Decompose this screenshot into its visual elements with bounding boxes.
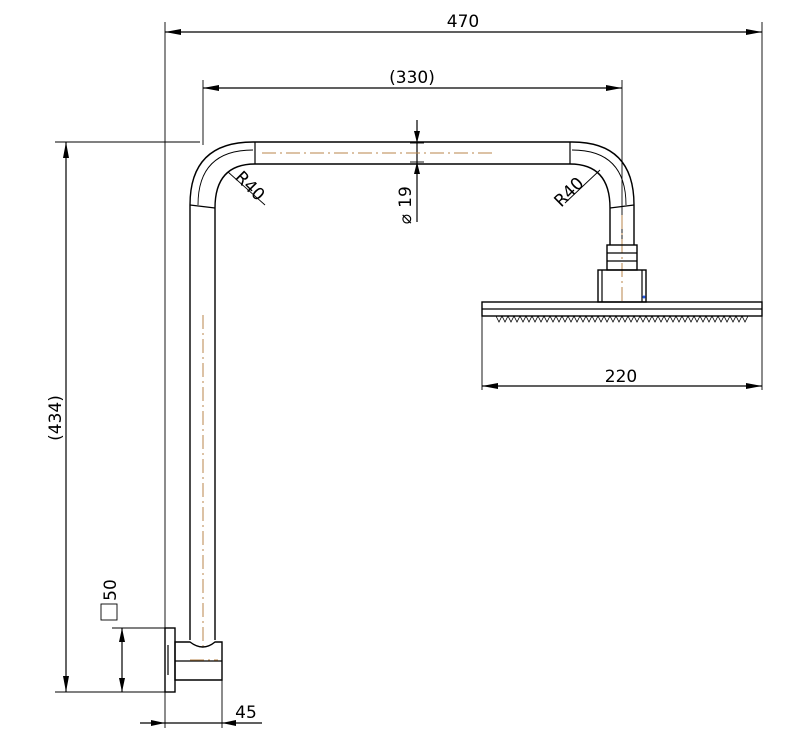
extension-lines [55, 22, 763, 728]
wall-flange [164, 627, 223, 693]
overall-width-label: 470 [447, 12, 479, 32]
diameter-symbol-icon: ⌀ [396, 214, 416, 224]
dimension-wall-offset: 45 [140, 703, 262, 726]
shower-head-nozzles [495, 315, 749, 323]
nozzle-row [495, 315, 749, 323]
arm-span-label: (330) [389, 68, 435, 88]
bend-radius-right-label: R40 [551, 174, 589, 212]
dimension-overall-height: (434) [46, 142, 69, 692]
wall-flange-label: 50 [101, 579, 121, 601]
dimension-head-diameter: 220 [482, 367, 762, 389]
dimension-pipe-diameter: ⌀ 19 [396, 120, 424, 224]
overall-height-label: (434) [46, 395, 66, 441]
dimension-wall-flange: 50 [100, 579, 125, 692]
head-diameter-label: 220 [605, 367, 637, 387]
wall-offset-label: 45 [235, 703, 257, 723]
shower-arm-pipe [189, 141, 635, 650]
square-symbol-icon [100, 603, 118, 621]
shower-head [481, 301, 763, 323]
bend-radius-left-label: R40 [231, 168, 269, 206]
dimension-arm-span: (330) [203, 68, 622, 91]
pipe-diameter-label: 19 [396, 186, 416, 208]
dimension-overall-width: 470 [165, 12, 762, 35]
marker-dot [642, 295, 646, 299]
shower-head-connector [597, 244, 647, 303]
